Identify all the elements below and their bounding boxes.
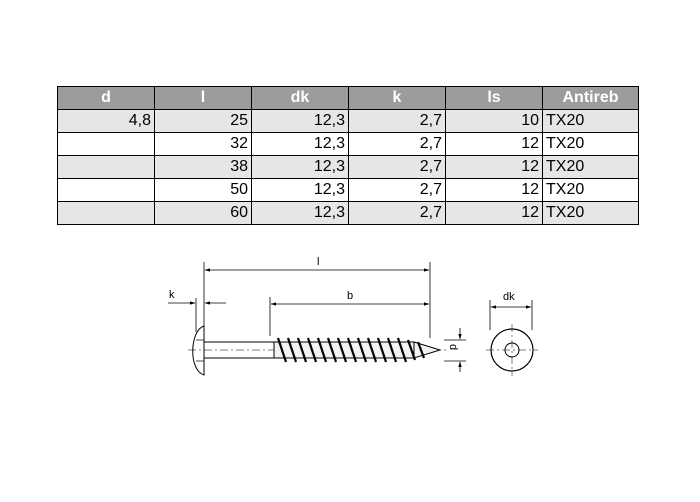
dimension-k xyxy=(168,298,226,332)
dimension-l xyxy=(203,262,431,338)
label-l: l xyxy=(317,256,319,268)
table-cell: 12 xyxy=(445,201,543,225)
column-header-d: d xyxy=(57,86,155,110)
table-cell: 4,8 xyxy=(57,109,155,133)
table-cell: TX20 xyxy=(542,201,639,225)
dimension-dk xyxy=(489,300,533,330)
table-cell: 32 xyxy=(154,132,252,156)
table-cell: 2,7 xyxy=(348,201,446,225)
table-cell: 12,3 xyxy=(251,178,349,202)
table-cell: 12,3 xyxy=(251,109,349,133)
dimension-b xyxy=(269,297,430,336)
table-cell xyxy=(57,132,155,156)
table-cell: TX20 xyxy=(542,178,639,202)
label-k: k xyxy=(169,289,175,301)
column-header-dk: dk xyxy=(251,86,349,110)
table-cell: 50 xyxy=(154,178,252,202)
table-cell: 2,7 xyxy=(348,132,446,156)
table-cell xyxy=(57,155,155,179)
table-cell: TX20 xyxy=(542,155,639,179)
label-dk: dk xyxy=(503,291,515,303)
label-b: b xyxy=(347,290,353,302)
table-cell: 38 xyxy=(154,155,252,179)
table-cell: 2,7 xyxy=(348,178,446,202)
table-cell: 12,3 xyxy=(251,201,349,225)
screw-head-top-view xyxy=(486,324,538,376)
column-header-antireb: Antireb xyxy=(542,86,639,110)
label-d: d xyxy=(447,344,459,350)
column-header-l: l xyxy=(154,86,252,110)
dimension-d xyxy=(444,328,466,372)
table-cell: 12,3 xyxy=(251,132,349,156)
table-cell: 2,7 xyxy=(348,109,446,133)
screw-side-view xyxy=(188,325,446,376)
